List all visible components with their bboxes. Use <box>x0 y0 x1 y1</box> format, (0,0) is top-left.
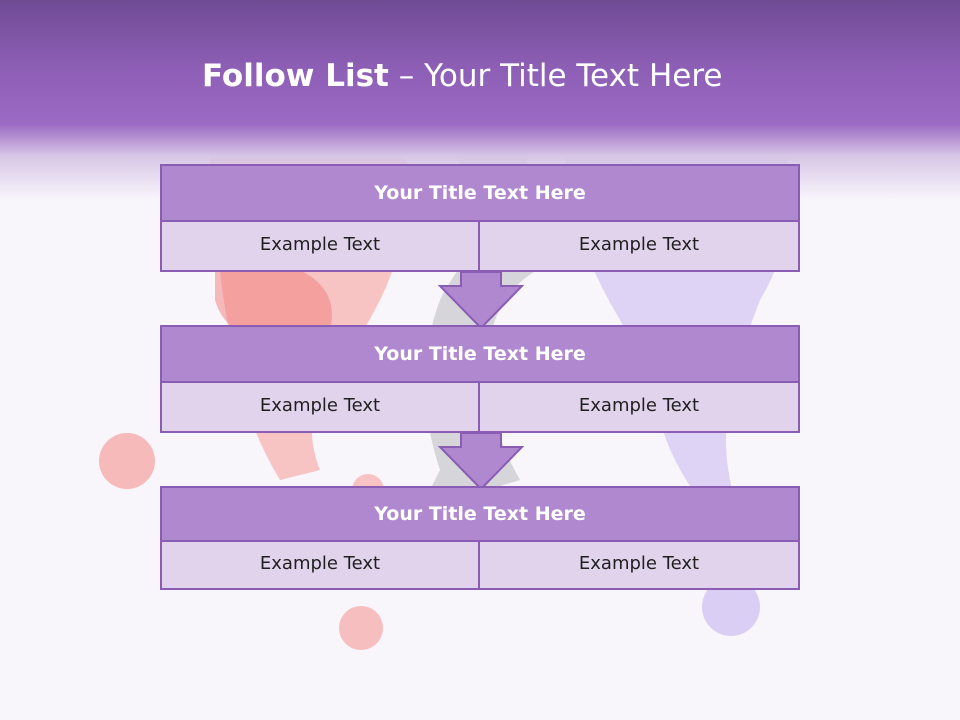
slide-title-bold: Follow List <box>202 58 389 94</box>
list-block-1: Your Title Text Here Example Text Exampl… <box>160 164 800 272</box>
block-title: Your Title Text Here <box>160 325 800 383</box>
block-cell-right: Example Text <box>480 542 800 590</box>
block-cell-left: Example Text <box>160 383 480 433</box>
block-row: Example Text Example Text <box>160 542 800 590</box>
block-title: Your Title Text Here <box>160 164 800 222</box>
block-cell-right: Example Text <box>480 383 800 433</box>
slide-title: Follow List – Your Title Text Here <box>202 56 722 96</box>
block-cell-left: Example Text <box>160 222 480 272</box>
list-block-3: Your Title Text Here Example Text Exampl… <box>160 486 800 590</box>
block-row: Example Text Example Text <box>160 222 800 272</box>
block-title: Your Title Text Here <box>160 486 800 542</box>
block-row: Example Text Example Text <box>160 383 800 433</box>
block-cell-left: Example Text <box>160 542 480 590</box>
down-arrow-icon <box>438 432 524 491</box>
slide-title-rest: – Your Title Text Here <box>388 58 723 94</box>
block-cell-right: Example Text <box>480 222 800 272</box>
down-arrow-icon <box>438 271 524 330</box>
list-block-2: Your Title Text Here Example Text Exampl… <box>160 325 800 433</box>
